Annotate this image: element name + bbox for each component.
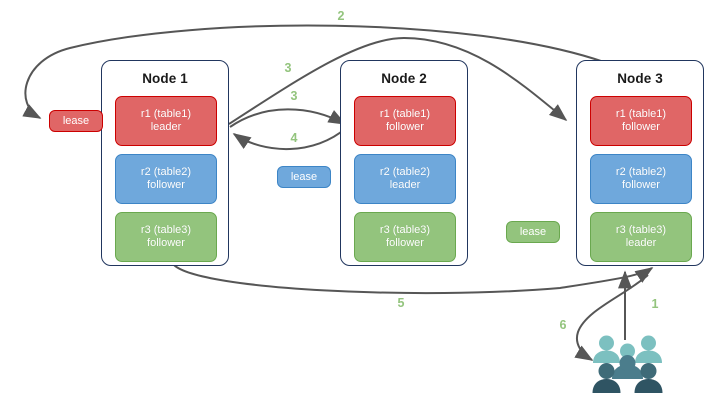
replica-name: r2 (table2)	[140, 165, 192, 178]
edge-3-short-path	[229, 108, 347, 128]
replica-node1-r2[interactable]: r2 (table2) follower	[115, 154, 217, 204]
replica-node3-r1[interactable]: r1 (table1) follower	[590, 96, 692, 146]
replica-name: r3 (table3)	[379, 223, 431, 236]
edge-label-1: 1	[651, 297, 659, 311]
replica-name: r2 (table2)	[615, 165, 667, 178]
replica-role: follower	[386, 237, 424, 249]
replica-role: follower	[622, 121, 660, 133]
edge-label-3-long: 3	[284, 61, 292, 75]
replica-role: follower	[147, 237, 185, 249]
replica-role: follower	[147, 179, 185, 191]
edge-5-path	[173, 264, 654, 295]
replica-role: follower	[622, 179, 660, 191]
lease-badge-r2[interactable]: lease	[277, 166, 331, 188]
node-title-node1: Node 1	[142, 71, 188, 86]
replica-role: leader	[150, 121, 182, 133]
replica-name: r1 (table1)	[615, 107, 667, 120]
edge-label-2: 2	[337, 9, 345, 23]
replica-name: r1 (table1)	[140, 107, 192, 120]
replica-name: r1 (table1)	[379, 107, 431, 120]
node-box-node2[interactable]: Node 2 r1 (table1) follower r2 (table2) …	[340, 60, 468, 266]
replica-node2-r3[interactable]: r3 (table3) follower	[354, 212, 456, 262]
replica-role: leader	[389, 179, 421, 191]
replica-role: leader	[625, 237, 657, 249]
replica-name: r3 (table3)	[615, 223, 667, 236]
replica-node2-r1[interactable]: r1 (table1) follower	[354, 96, 456, 146]
users-group-icon	[592, 335, 663, 393]
edge-label-6: 6	[559, 318, 567, 332]
node-title-node2: Node 2	[381, 71, 427, 86]
node-box-node3[interactable]: Node 3 r1 (table1) follower r2 (table2) …	[576, 60, 704, 266]
replica-name: r3 (table3)	[140, 223, 192, 236]
lease-badge-r1[interactable]: lease	[49, 110, 103, 132]
edge-label-3-short: 3	[290, 89, 298, 103]
replica-name: r2 (table2)	[379, 165, 431, 178]
node-box-node1[interactable]: Node 1 r1 (table1) leader r2 (table2) fo…	[101, 60, 229, 266]
node-title-node3: Node 3	[617, 71, 663, 86]
replica-node1-r1[interactable]: r1 (table1) leader	[115, 96, 217, 146]
replica-node2-r2[interactable]: r2 (table2) leader	[354, 154, 456, 204]
edge-label-5: 5	[397, 296, 405, 310]
replica-node3-r2[interactable]: r2 (table2) follower	[590, 154, 692, 204]
replica-node1-r3[interactable]: r3 (table3) follower	[115, 212, 217, 262]
replica-node3-r3[interactable]: r3 (table3) leader	[590, 212, 692, 262]
replica-role: follower	[386, 121, 424, 133]
lease-badge-r3[interactable]: lease	[506, 221, 560, 243]
edge-label-4: 4	[290, 131, 298, 145]
